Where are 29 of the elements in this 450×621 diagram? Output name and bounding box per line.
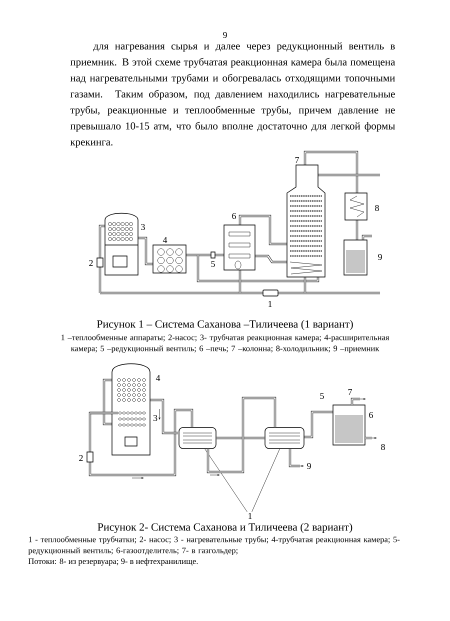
leader-line — [204, 448, 248, 512]
callout-number: 3 — [141, 224, 145, 230]
callout-number: 4 — [162, 237, 168, 243]
figure-legend: 1 - теплообменные трубчатки; 2- насос; 3 - нагревательные трубы; 4-трубчатая реакционная камера; 5-редукционный вентиль; 6-газоотделитель; 7- в газгольдер; — [28, 536, 400, 555]
callout-number: 6 — [369, 412, 373, 418]
callout-number: 2 — [89, 260, 93, 266]
callout-number: 2 — [79, 455, 83, 461]
callout-number: 5 — [211, 261, 215, 267]
figure-legend: 1 –теплообменные аппараты; 2-насос; 3- трубчатая реакционная камера; 4-расширительная камера; 5 –редукционный вентиль; 6 –печь; 7 –колонна; 8-холодильник; 9 –приемник — [61, 334, 390, 353]
figure-caption: Рисунок 2- Система Саханова и Тиличеева (2 вариант) — [98, 523, 352, 533]
callout-number: 6 — [232, 212, 236, 220]
pipe — [216, 436, 265, 440]
callout-number: 8 — [381, 444, 385, 450]
callout-number: 1 — [248, 513, 252, 519]
callout-number: 5 — [320, 393, 324, 399]
callout-number: 4 — [156, 375, 160, 381]
callout-number: 9 — [378, 254, 382, 260]
leader-line — [252, 448, 280, 512]
figure-legend: Потоки: 8- из резервуара; 9- в нефтехранилище. — [28, 558, 198, 566]
page-number: 9 — [223, 32, 227, 38]
pipe — [206, 396, 276, 474]
callout-number: 8 — [375, 204, 379, 212]
figure-caption: Рисунок 1 – Система Саханова –Тиличеева (1 вариант) — [96, 320, 353, 330]
callout-number: 9 — [307, 462, 311, 470]
callout-number: 7 — [348, 389, 352, 395]
callout-number: 3 — [153, 414, 158, 422]
callout-number: 1 — [268, 301, 272, 307]
body-paragraph: для нагревания сырья и далее через редукционный вентиль в приемник. В этой схеме трубчатая реакционная камера была помещена над нагревательными трубами и обогревалась отходящими топочными газами. Таким образом, под давлением находились нагревательные трубы, реакционные и теплообменные трубы, причем давление не превышало 10-15 атм, что было вполне достаточно для легкой формы крекинга. — [70, 42, 396, 148]
callout-number: 7 — [295, 157, 299, 163]
